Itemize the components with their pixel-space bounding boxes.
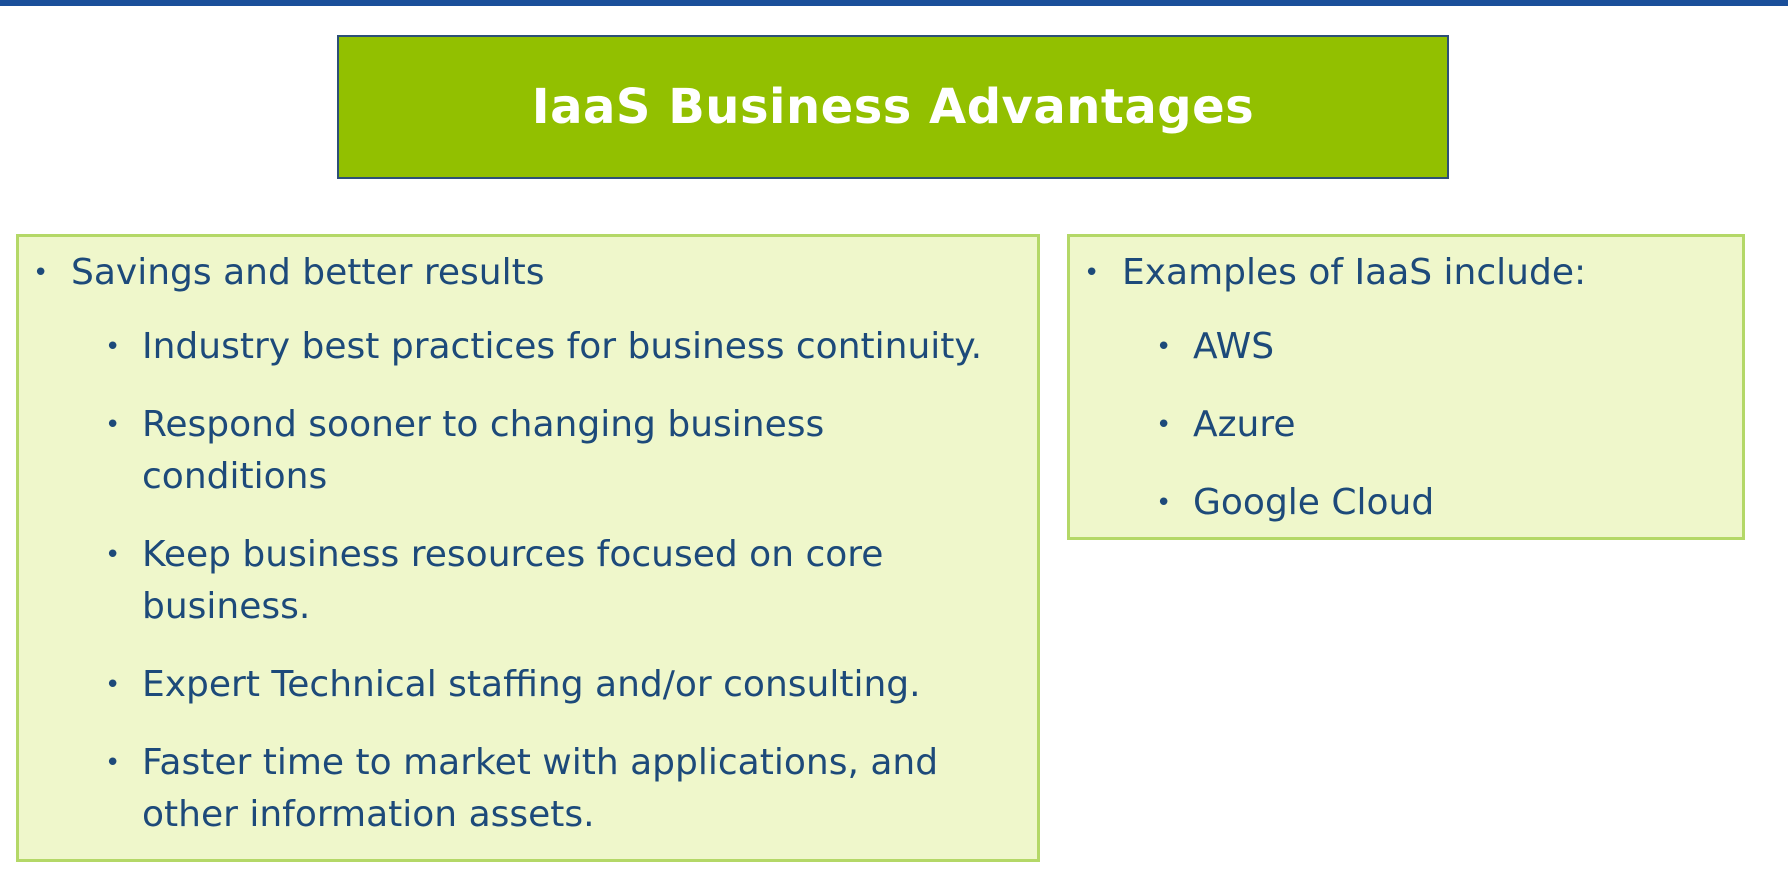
- list-item: • Industry best practices for business c…: [105, 321, 1035, 373]
- list-item: • Faster time to market with application…: [105, 737, 985, 841]
- list-item-text: Expert Technical staffing and/or consult…: [142, 664, 921, 705]
- list-item: • Respond sooner to changing business co…: [105, 399, 905, 503]
- list-item-text: Faster time to market with applications,…: [142, 742, 939, 835]
- list-item: • Expert Technical staffing and/or consu…: [105, 659, 1035, 711]
- list-item-text: Examples of IaaS include:: [1122, 252, 1587, 293]
- bullet-icon: •: [1156, 332, 1172, 362]
- title-banner: IaaS Business Advantages: [337, 35, 1449, 179]
- list-item: • AWS: [1156, 321, 1716, 373]
- list-item-text: AWS: [1193, 326, 1275, 367]
- list-item-text: Savings and better results: [71, 252, 545, 293]
- bullet-icon: •: [105, 670, 121, 700]
- examples-panel: • Examples of IaaS include: • AWS • Azur…: [1067, 234, 1745, 540]
- list-item-heading: • Examples of IaaS include:: [1084, 247, 1724, 299]
- list-item: • Keep business resources focused on cor…: [105, 529, 945, 633]
- list-item: • Google Cloud: [1156, 477, 1716, 529]
- list-item-text: Keep business resources focused on core …: [142, 534, 884, 627]
- bullet-icon: •: [1084, 258, 1100, 288]
- top-rule: [0, 0, 1788, 6]
- list-item-heading: • Savings and better results: [33, 247, 1023, 299]
- bullet-icon: •: [33, 258, 49, 288]
- slide-title: IaaS Business Advantages: [531, 79, 1255, 135]
- advantages-panel: • Savings and better results • Industry …: [16, 234, 1040, 862]
- bullet-icon: •: [105, 332, 121, 362]
- list-item: • Azure: [1156, 399, 1716, 451]
- list-item-text: Respond sooner to changing business cond…: [142, 404, 825, 497]
- list-item-text: Azure: [1193, 404, 1296, 445]
- bullet-icon: •: [105, 540, 121, 570]
- bullet-icon: •: [105, 410, 121, 440]
- list-item-text: Industry best practices for business con…: [142, 326, 983, 367]
- bullet-icon: •: [1156, 410, 1172, 440]
- bullet-icon: •: [1156, 488, 1172, 518]
- list-item-text: Google Cloud: [1193, 482, 1435, 523]
- bullet-icon: •: [105, 748, 121, 778]
